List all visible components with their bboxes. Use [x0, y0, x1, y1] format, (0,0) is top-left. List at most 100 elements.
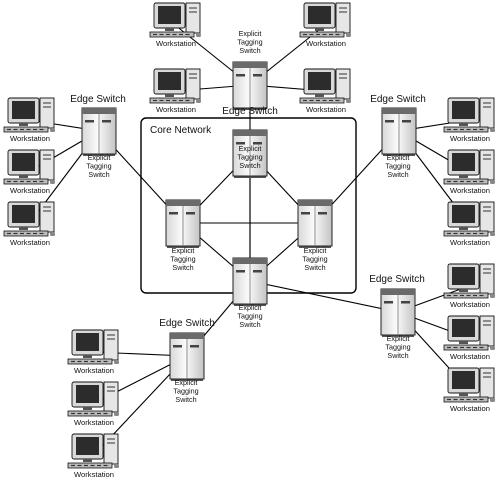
- keyboard-icon: [3, 230, 49, 237]
- switch-led-panel: [253, 142, 262, 145]
- edge-switch-label: Edge Switch: [70, 94, 126, 105]
- switch-caption: Explicit: [239, 144, 262, 153]
- monitor-screen: [158, 6, 181, 24]
- switch-caption: Explicit: [239, 29, 262, 38]
- keyboard-icon: [443, 126, 489, 133]
- mouse-icon: [490, 128, 495, 132]
- workstation-label: Workstation: [156, 39, 196, 48]
- workstation-label: Workstation: [450, 352, 490, 361]
- mouse-icon: [114, 360, 119, 364]
- switch-caption: Explicit: [172, 246, 195, 255]
- switch-led-panel: [253, 270, 262, 273]
- workstation: Workstation: [443, 367, 495, 413]
- monitor-screen: [308, 6, 331, 24]
- workstation: Workstation: [67, 381, 119, 427]
- switch-caption: Tagging: [237, 153, 262, 162]
- mouse-icon: [50, 232, 55, 236]
- monitor-screen: [76, 437, 99, 455]
- switch-caption: Tagging: [385, 162, 410, 171]
- monitor-stand: [19, 123, 28, 126]
- switch-caption: Tagging: [86, 162, 111, 171]
- monitor-screen: [452, 101, 475, 119]
- keyboard-icon: [443, 396, 489, 403]
- workstation-label: Workstation: [74, 418, 114, 427]
- keyboard-icon: [443, 344, 489, 351]
- switch-led-panel: [236, 142, 245, 145]
- workstation-label: Workstation: [450, 404, 490, 413]
- switch-caption: Tagging: [173, 387, 198, 396]
- switch-led-panel: [186, 212, 195, 215]
- link-core-bottom-lower-right: [249, 280, 399, 313]
- switch-top-panel: [170, 333, 204, 339]
- switch-led-panel: [401, 301, 410, 304]
- workstation-label: Workstation: [450, 300, 490, 309]
- workstation-label: Workstation: [306, 39, 346, 48]
- switch-led-panel: [236, 270, 245, 273]
- switch-caption: Explicit: [88, 153, 111, 162]
- monitor-screen: [452, 319, 475, 337]
- switch-led-panel: [318, 212, 327, 215]
- monitor-screen: [158, 72, 181, 90]
- switch-led-panel: [236, 74, 245, 77]
- monitor-stand: [19, 175, 28, 178]
- mouse-icon: [50, 180, 55, 184]
- edge-switch-label: Edge Switch: [369, 274, 425, 285]
- keyboard-icon: [3, 178, 49, 185]
- workstation-label: Workstation: [74, 366, 114, 375]
- monitor-stand: [315, 94, 324, 97]
- switch-caption: Tagging: [170, 255, 195, 264]
- workstation: Workstation: [443, 97, 495, 143]
- switch-caption: Explicit: [304, 246, 327, 255]
- switch-caption: Tagging: [302, 255, 327, 264]
- switch-caption: Explicit: [239, 303, 262, 312]
- switch-caption: Switch: [172, 263, 193, 272]
- switch-caption: Tagging: [237, 312, 262, 321]
- monitor-screen: [12, 153, 35, 171]
- keyboard-icon: [67, 410, 113, 417]
- keyboard-icon: [299, 31, 345, 38]
- switch-top-panel: [233, 62, 267, 68]
- keyboard-icon: [67, 462, 113, 469]
- switch-caption: Switch: [387, 170, 408, 179]
- workstation-label: Workstation: [10, 186, 50, 195]
- switch-caption: Explicit: [387, 334, 410, 343]
- workstation: Workstation: [149, 68, 201, 114]
- workstation: Workstation: [67, 329, 119, 375]
- workstation: Workstation: [3, 97, 55, 143]
- workstation: Workstation: [299, 68, 351, 114]
- switch-led-panel: [85, 120, 94, 123]
- switch-led-panel: [384, 301, 393, 304]
- monitor-stand: [165, 94, 174, 97]
- switch-top-panel: [82, 108, 116, 114]
- workstation-label: Workstation: [450, 238, 490, 247]
- workstation: Workstation: [67, 433, 119, 479]
- core-network-label: Core Network: [150, 125, 212, 136]
- workstation-label: Workstation: [10, 238, 50, 247]
- monitor-stand: [459, 341, 468, 344]
- keyboard-icon: [443, 292, 489, 299]
- monitor-screen: [452, 267, 475, 285]
- monitor-stand: [459, 393, 468, 396]
- monitor-screen: [452, 205, 475, 223]
- edge-switch-label: Edge Switch: [159, 318, 215, 329]
- monitor-stand: [83, 355, 92, 358]
- monitor-screen: [12, 101, 35, 119]
- workstation: Workstation: [443, 315, 495, 361]
- mouse-icon: [196, 99, 201, 103]
- workstation-label: Workstation: [156, 105, 196, 114]
- keyboard-icon: [67, 358, 113, 365]
- switch-led-panel: [385, 120, 394, 123]
- switch-caption: Switch: [387, 351, 408, 360]
- monitor-stand: [459, 227, 468, 230]
- monitor-screen: [452, 371, 475, 389]
- mouse-icon: [346, 33, 351, 37]
- switch-led-panel: [173, 345, 182, 348]
- switch-top-panel: [381, 289, 415, 295]
